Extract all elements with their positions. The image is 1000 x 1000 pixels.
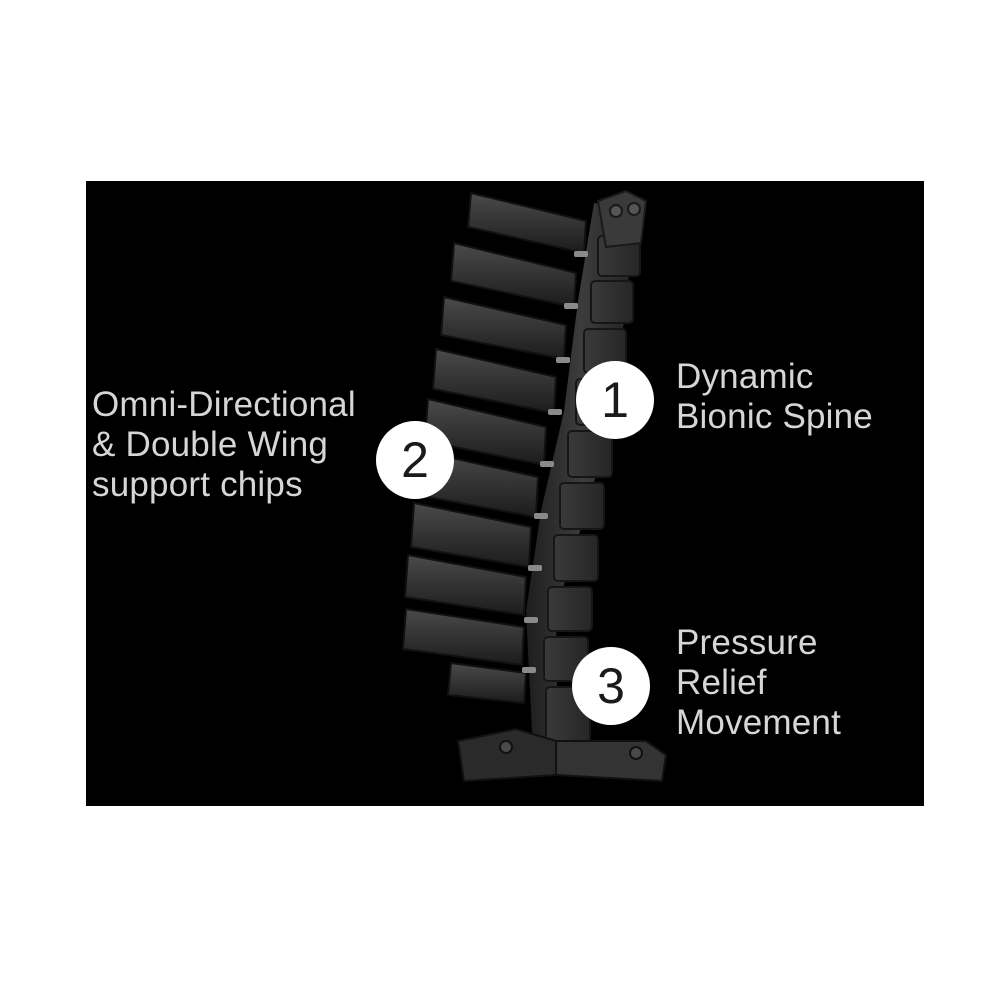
wing (466, 191, 588, 255)
feature-label-pressure-relief: Pressure Relief Movement (676, 623, 841, 742)
spine-joints (522, 251, 588, 673)
feature-label-dynamic-bionic-spine: Dynamic Bionic Spine (676, 357, 873, 436)
wing (446, 661, 528, 705)
wing (401, 607, 526, 667)
wing (403, 553, 528, 617)
feature-label-support-chips: Omni-Directional & Double Wing support c… (92, 385, 356, 504)
support-wings (401, 191, 588, 705)
wing (449, 241, 578, 309)
product-image-panel: 1 Dynamic Bionic Spine 2 Omni-Directiona… (86, 181, 924, 806)
feature-badge-2: 2 (376, 421, 454, 499)
wing (431, 347, 558, 415)
wing (439, 295, 568, 361)
spine-base (456, 727, 668, 783)
spine-top-head (596, 189, 648, 249)
feature-badge-3: 3 (572, 647, 650, 725)
feature-badge-1: 1 (576, 361, 654, 439)
